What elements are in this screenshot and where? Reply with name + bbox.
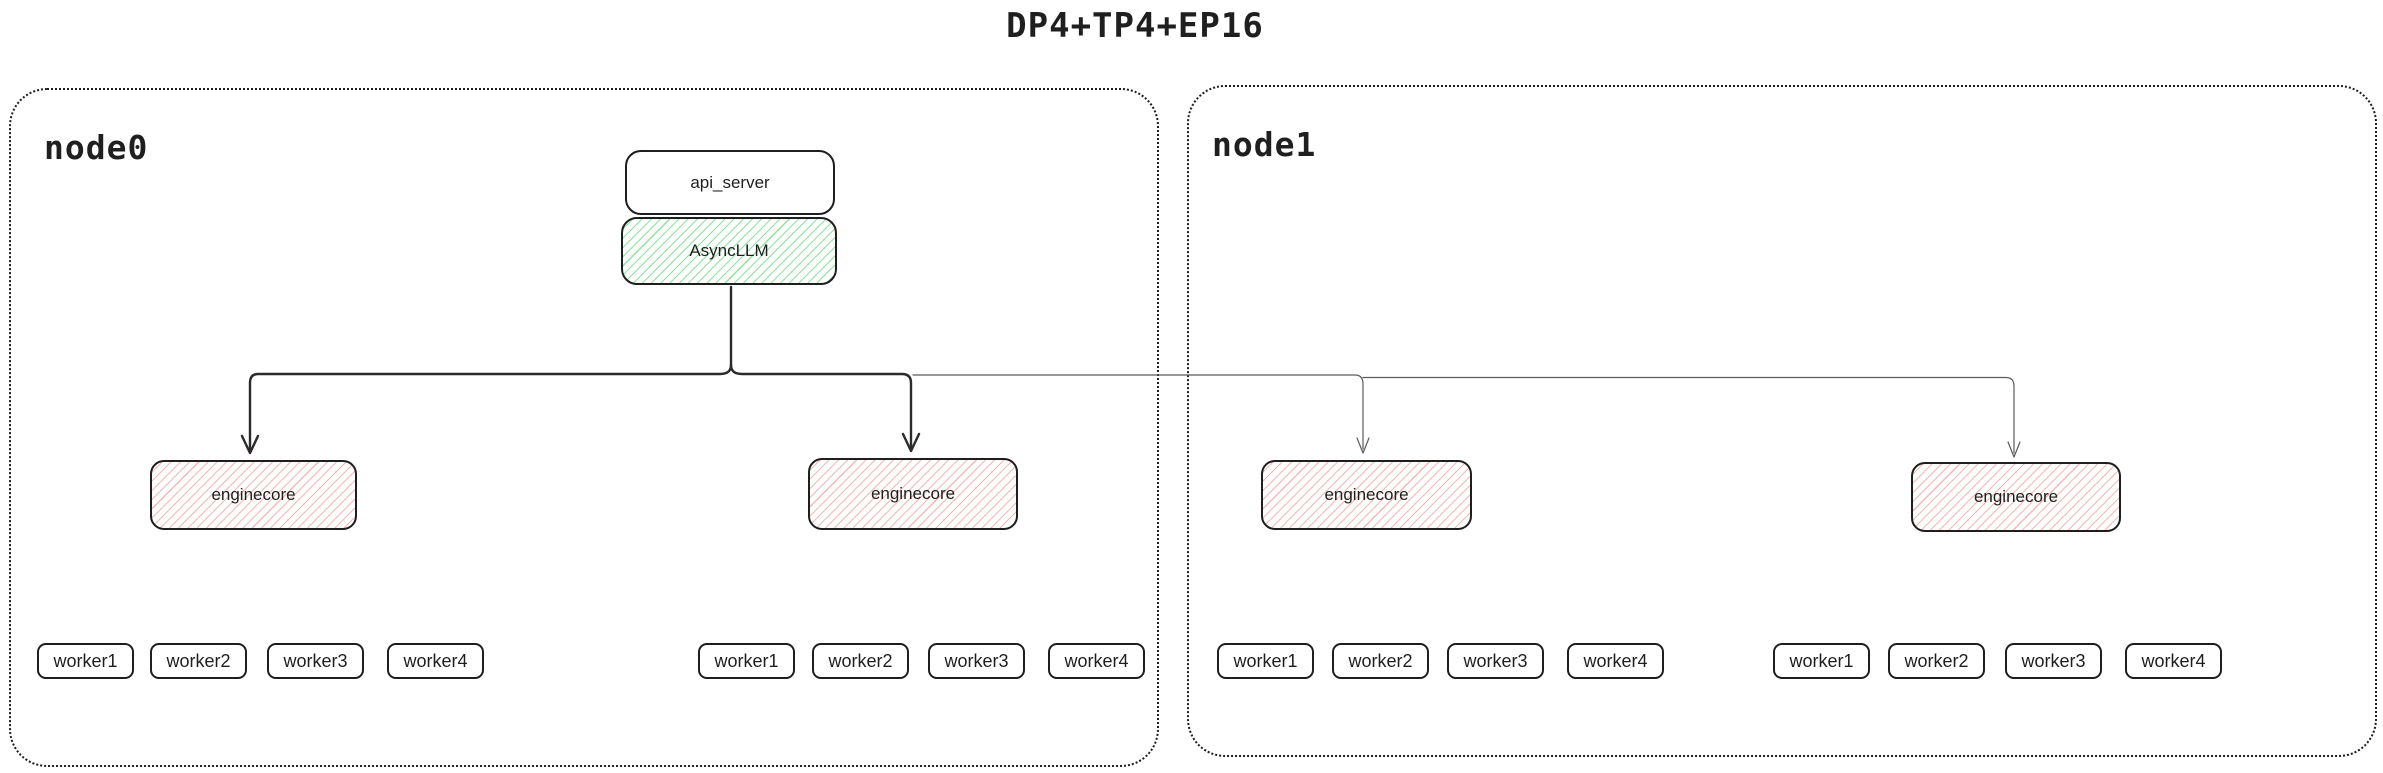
worker-label: worker3 (2021, 650, 2086, 671)
enginecore-label: enginecore (211, 485, 296, 504)
worker-label: worker1 (53, 650, 118, 671)
asyncllm-box: AsyncLLM (621, 217, 837, 285)
worker-box: worker3 (1447, 643, 1544, 679)
worker-box: worker4 (387, 643, 484, 679)
worker-box: worker1 (1773, 643, 1870, 679)
worker-label: worker3 (944, 650, 1009, 671)
worker-box: worker3 (267, 643, 364, 679)
worker-box: worker4 (1567, 643, 1664, 679)
node0-label: node0 (44, 128, 149, 167)
enginecore-box-4: enginecore (1911, 462, 2121, 532)
enginecore-label: enginecore (870, 484, 956, 503)
worker-box: worker2 (150, 643, 247, 679)
worker-box: worker4 (2125, 643, 2222, 679)
api-server-label: api_server (690, 172, 770, 192)
worker-box: worker4 (1048, 643, 1145, 679)
worker-box: worker2 (1888, 643, 1985, 679)
worker-box: worker3 (2005, 643, 2102, 679)
worker-label: worker4 (1583, 650, 1648, 671)
enginecore-label: enginecore (1324, 485, 1409, 504)
enginecore-box-3: enginecore (1261, 460, 1472, 530)
worker-label: worker4 (1064, 650, 1129, 671)
worker-label: worker1 (714, 650, 779, 671)
worker-label: worker2 (1904, 650, 1969, 671)
worker-box: worker1 (37, 643, 134, 679)
worker-label: worker3 (1463, 650, 1528, 671)
worker-box: worker2 (812, 643, 909, 679)
diagram-title: DP4+TP4+EP16 (1006, 6, 1264, 46)
worker-label: worker2 (1348, 650, 1413, 671)
enginecore-box-1: enginecore (150, 460, 357, 530)
node1-label: node1 (1212, 125, 1317, 164)
worker-label: worker2 (828, 650, 893, 671)
enginecore-label: enginecore (1973, 487, 2059, 506)
enginecore-box-2: enginecore (808, 458, 1018, 530)
worker-label: worker4 (403, 650, 468, 671)
worker-label: worker1 (1789, 650, 1854, 671)
worker-label: worker1 (1233, 650, 1298, 671)
worker-label: worker2 (166, 650, 231, 671)
api-server-box: api_server (625, 150, 835, 215)
asyncllm-label: AsyncLLM (689, 241, 769, 260)
worker-box: worker1 (1217, 643, 1314, 679)
worker-box: worker2 (1332, 643, 1429, 679)
worker-label: worker4 (2141, 650, 2206, 671)
worker-box: worker1 (698, 643, 795, 679)
worker-box: worker3 (928, 643, 1025, 679)
worker-label: worker3 (283, 650, 348, 671)
